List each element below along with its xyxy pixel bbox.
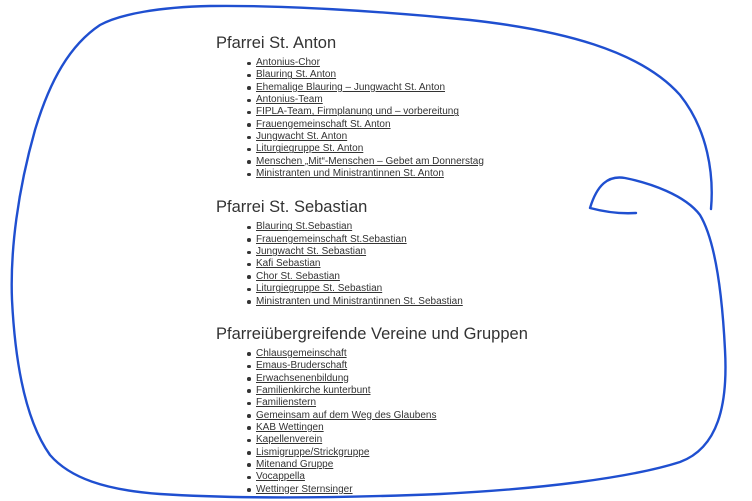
group-link[interactable]: Jungwacht St. Sebastian (256, 246, 367, 258)
section-pfarreiuebergreifende-vereine: Pfarreiübergreifende Vereine und Gruppen… (216, 322, 696, 496)
group-link[interactable]: Erwachsenenbildung (256, 372, 349, 384)
group-link[interactable]: Ministranten und Ministrantinnen St. Seb… (256, 295, 463, 307)
group-link[interactable]: Blauring St. Anton (256, 69, 337, 81)
list-item: Blauring St. Anton (247, 69, 696, 81)
list-item: Jungwacht St. Sebastian (247, 246, 696, 258)
section-title: Pfarrei St. Anton (216, 34, 337, 52)
group-link[interactable]: Lismigruppe/Strickgruppe (256, 446, 370, 458)
group-link[interactable]: Ehemalige Blauring – Jungwacht St. Anton (256, 81, 446, 93)
list-item: Antonius-Chor (247, 57, 696, 69)
group-link[interactable]: Kapellenverein (256, 434, 323, 446)
group-link[interactable]: FIPLA-Team, Firmplanung und – vorbereitu… (256, 106, 459, 118)
group-link[interactable]: Gemeinsam auf dem Weg des Glaubens (256, 409, 437, 421)
list-item: Blauring St.Sebastian (247, 221, 696, 233)
list-item: Menschen „Mit“-Menschen – Gebet am Donne… (247, 155, 696, 168)
group-link[interactable]: Jungwacht St. Anton (256, 131, 348, 143)
list-item: Chlausgemeinschaft (247, 347, 696, 360)
list-item: Vocappella (247, 471, 696, 483)
link-list: Antonius-Chor Blauring St. Anton Ehemali… (216, 57, 696, 180)
list-item: Erwachsenenbildung (247, 372, 696, 385)
group-link[interactable]: Kafi Sebastian (256, 258, 321, 270)
list-item: Wettinger Sternsinger (247, 483, 696, 496)
group-link[interactable]: Vocappella (256, 471, 305, 483)
group-link[interactable]: Ministranten und Ministrantinnen St. Ant… (256, 168, 444, 180)
group-link[interactable]: Antonius-Team (256, 94, 323, 106)
group-link[interactable]: Menschen „Mit“-Menschen – Gebet am Donne… (256, 155, 484, 167)
group-link[interactable]: Wettinger Sternsinger (256, 483, 353, 495)
group-link[interactable]: Familienkirche kunterbunt (256, 384, 371, 396)
group-link[interactable]: Blauring St.Sebastian (256, 221, 353, 233)
group-link[interactable]: Familienstern (256, 397, 317, 409)
list-item: FIPLA-Team, Firmplanung und – vorbereitu… (247, 106, 696, 118)
list-item: Ministranten und Ministrantinnen St. Seb… (247, 295, 696, 308)
list-item: Gemeinsam auf dem Weg des Glaubens (247, 409, 696, 422)
list-item: Liturgiegruppe St. Anton (247, 143, 696, 155)
list-item: Lismigruppe/Strickgruppe (247, 446, 696, 459)
section-pfarrei-st-anton: Pfarrei St. Anton Antonius-Chor Blauring… (216, 31, 696, 180)
group-link[interactable]: Liturgiegruppe St. Anton (256, 143, 364, 155)
list-item: Liturgiegruppe St. Sebastian (247, 283, 696, 295)
group-link[interactable]: Chor St. Sebastian (256, 270, 340, 282)
group-link[interactable]: Mitenand Gruppe (256, 458, 334, 470)
list-item: Chor St. Sebastian (247, 270, 696, 283)
list-item: Jungwacht St. Anton (247, 131, 696, 143)
list-item: Kapellenverein (247, 434, 696, 446)
list-item: Mitenand Gruppe (247, 458, 696, 471)
main-content: Pfarrei St. Anton Antonius-Chor Blauring… (216, 31, 696, 496)
list-item: Frauengemeinschaft St.Sebastian (247, 233, 696, 246)
list-item: Familienkirche kunterbunt (247, 384, 696, 397)
section-pfarrei-st-sebastian: Pfarrei St. Sebastian Blauring St.Sebast… (216, 195, 696, 307)
group-link[interactable]: Frauengemeinschaft St. Anton (256, 118, 391, 130)
group-link[interactable]: Emaus-Bruderschaft (256, 360, 348, 372)
link-list: Blauring St.Sebastian Frauengemeinschaft… (216, 221, 696, 307)
list-item: KAB Wettingen (247, 421, 696, 434)
list-item: Kafi Sebastian (247, 258, 696, 270)
group-link[interactable]: Liturgiegruppe St. Sebastian (256, 283, 383, 295)
list-item: Antonius-Team (247, 94, 696, 106)
group-link[interactable]: Antonius-Chor (256, 57, 320, 68)
section-title: Pfarreiübergreifende Vereine und Gruppen (216, 324, 528, 343)
section-title: Pfarrei St. Sebastian (216, 198, 368, 217)
list-item: Frauengemeinschaft St. Anton (247, 118, 696, 131)
list-item: Ehemalige Blauring – Jungwacht St. Anton (247, 81, 696, 94)
list-item: Ministranten und Ministrantinnen St. Ant… (247, 168, 696, 180)
list-item: Familienstern (247, 397, 696, 409)
group-link[interactable]: Frauengemeinschaft St.Sebastian (256, 233, 407, 245)
list-item: Emaus-Bruderschaft (247, 360, 696, 372)
group-link[interactable]: KAB Wettingen (256, 421, 324, 433)
group-link[interactable]: Chlausgemeinschaft (256, 347, 347, 359)
link-list: Chlausgemeinschaft Emaus-Bruderschaft Er… (216, 348, 696, 496)
